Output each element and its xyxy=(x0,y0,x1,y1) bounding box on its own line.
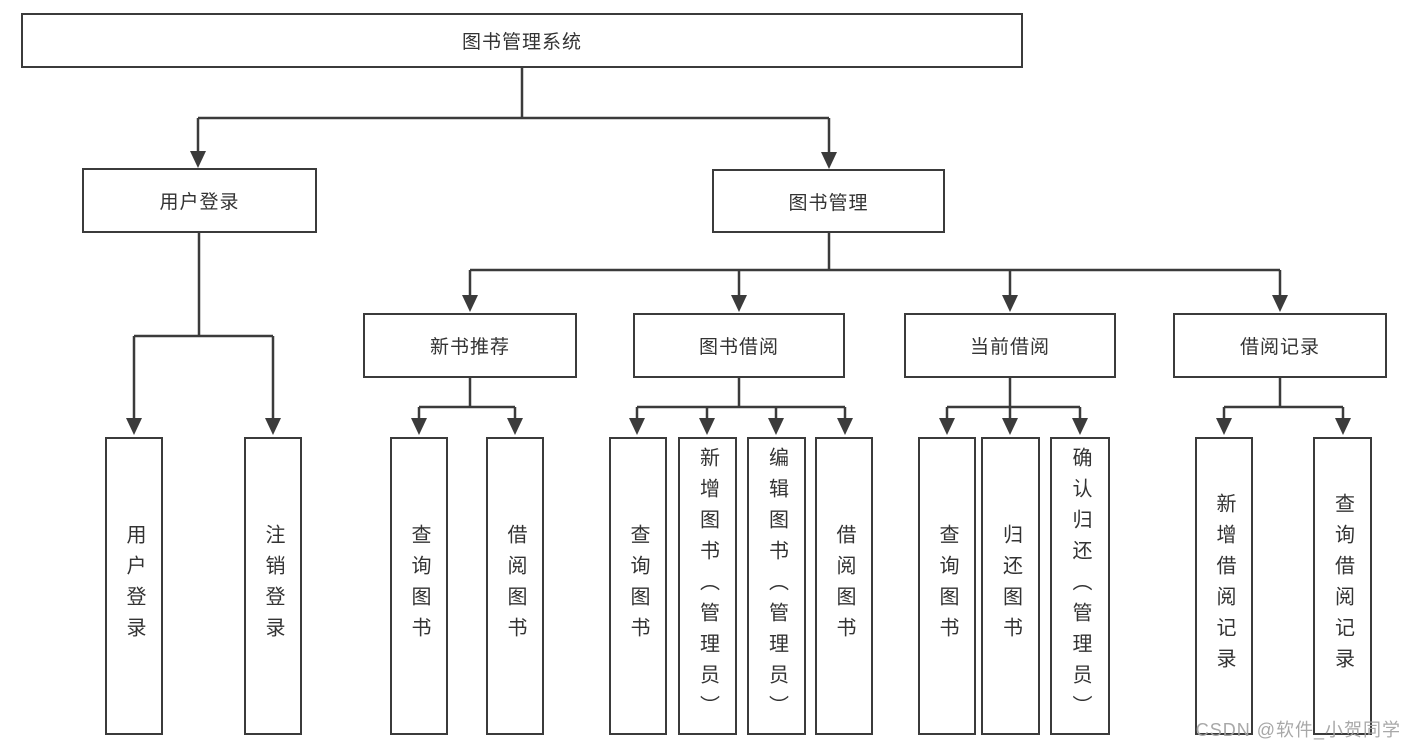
connector-bookmgmt-level2 xyxy=(468,233,1282,297)
connector-current-children xyxy=(945,378,1082,421)
node-book-borrowing: 图书借阅 xyxy=(633,313,845,378)
leaf-user-login: 用户登录 xyxy=(105,437,163,735)
leaf-label: 确认归还（管理员） xyxy=(1069,446,1091,726)
leaf-label: 用户登录 xyxy=(123,524,145,648)
arrow-down-icon xyxy=(1272,295,1288,312)
csdn-watermark: CSDN @软件_小贺同学 xyxy=(1195,720,1401,740)
leaf-logout-login: 注销登录 xyxy=(244,437,302,735)
leaf-label: 新增借阅记录 xyxy=(1213,493,1235,679)
arrow-down-icon xyxy=(1072,418,1088,435)
arrow-down-icon xyxy=(265,418,281,435)
leaf-edit-books-admin: 编辑图书（管理员） xyxy=(747,437,806,735)
arrow-down-icon xyxy=(126,418,142,435)
leaf-query-books-recommend: 查询图书 xyxy=(390,437,448,735)
arrow-down-icon xyxy=(1335,418,1351,435)
arrow-down-icon xyxy=(821,152,837,169)
leaf-label: 查询借阅记录 xyxy=(1331,493,1354,679)
arrow-down-icon xyxy=(731,295,747,312)
leaf-label: 查询图书 xyxy=(936,524,958,648)
arrow-down-icon xyxy=(190,151,206,168)
connector-borrowing-children xyxy=(635,378,847,421)
arrow-down-icon xyxy=(507,418,523,435)
node-user-login: 用户登录 xyxy=(82,168,317,233)
leaf-return-books: 归还图书 xyxy=(981,437,1040,735)
connector-records-children xyxy=(1222,378,1345,421)
node-current-borrowing: 当前借阅 xyxy=(904,313,1116,378)
leaf-label: 借阅图书 xyxy=(833,524,855,648)
arrow-down-icon xyxy=(411,418,427,435)
arrow-down-icon xyxy=(768,418,784,435)
leaf-query-books-current: 查询图书 xyxy=(918,437,976,735)
leaf-label: 编辑图书（管理员） xyxy=(765,446,788,726)
arrow-down-icon xyxy=(1002,295,1018,312)
leaf-add-borrow-record: 新增借阅记录 xyxy=(1195,437,1253,735)
leaf-label: 借阅图书 xyxy=(504,524,526,648)
arrow-down-icon xyxy=(837,418,853,435)
node-borrowing-records: 借阅记录 xyxy=(1173,313,1387,378)
arrowheads xyxy=(126,151,1351,435)
arrow-down-icon xyxy=(462,295,478,312)
leaf-label: 新增图书（管理员） xyxy=(696,446,719,726)
leaf-label: 查询图书 xyxy=(627,524,649,648)
leaf-label: 归还图书 xyxy=(999,524,1022,648)
connector-root-to-level1 xyxy=(196,68,831,154)
arrow-down-icon xyxy=(939,418,955,435)
leaf-add-books-admin: 新增图书（管理员） xyxy=(678,437,737,735)
node-new-book-recommendation: 新书推荐 xyxy=(363,313,577,378)
connector-newbook-children xyxy=(417,378,517,421)
leaf-query-borrow-record: 查询借阅记录 xyxy=(1313,437,1372,735)
arrow-down-icon xyxy=(699,418,715,435)
leaf-borrow-books: 借阅图书 xyxy=(815,437,873,735)
leaf-query-books-borrowing: 查询图书 xyxy=(609,437,667,735)
leaf-borrow-books-recommend: 借阅图书 xyxy=(486,437,544,735)
root-node-system-title: 图书管理系统 xyxy=(21,13,1023,68)
leaf-confirm-return-admin: 确认归还（管理员） xyxy=(1050,437,1110,735)
leaf-label: 查询图书 xyxy=(408,524,430,648)
arrow-down-icon xyxy=(629,418,645,435)
connector-userlogin-children xyxy=(132,233,275,421)
arrow-down-icon xyxy=(1216,418,1232,435)
arrow-down-icon xyxy=(1002,418,1018,435)
node-book-management: 图书管理 xyxy=(712,169,945,233)
leaf-label: 注销登录 xyxy=(262,524,284,648)
